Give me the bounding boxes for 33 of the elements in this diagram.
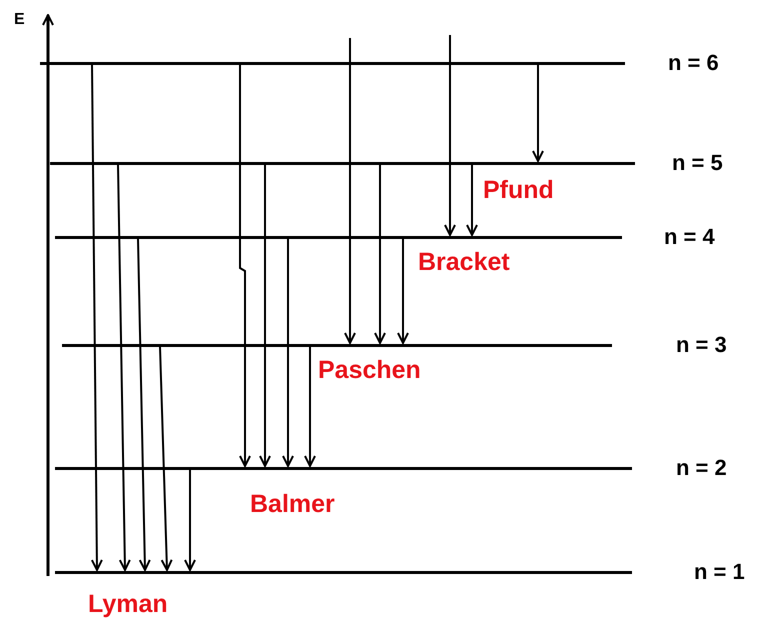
transition-arrow <box>532 65 544 162</box>
level-label: n = 1 <box>694 561 745 583</box>
series-label: Bracket <box>418 250 510 275</box>
energy-level-line <box>62 344 612 347</box>
transition-arrow <box>344 38 356 344</box>
transition-arrow <box>466 165 478 236</box>
transition-arrow <box>117 164 131 571</box>
level-label: n = 5 <box>672 152 723 174</box>
energy-level-line <box>40 62 625 65</box>
axis-label: E <box>14 12 25 28</box>
transition-arrow <box>90 64 103 571</box>
transition-arrow <box>304 347 316 467</box>
series-label: Pfund <box>483 178 554 203</box>
energy-level-line <box>55 571 632 574</box>
transition-arrow <box>184 470 196 571</box>
transition-arrow <box>259 165 271 467</box>
transition-arrow <box>444 35 456 236</box>
energy-level-line <box>55 236 622 239</box>
energy-level-line <box>55 467 632 470</box>
level-label: n = 6 <box>668 52 719 74</box>
level-label: n = 4 <box>664 226 715 248</box>
transition-arrow <box>239 65 251 467</box>
transition-arrow <box>282 239 294 467</box>
series-label: Lyman <box>88 592 168 617</box>
series-label: Balmer <box>250 492 335 517</box>
transition-arrow <box>374 165 386 344</box>
level-label: n = 3 <box>676 334 727 356</box>
series-label: Paschen <box>318 358 421 383</box>
transition-arrow <box>137 238 151 571</box>
transition-arrow <box>159 346 173 571</box>
energy-level-line <box>50 162 635 165</box>
level-label: n = 2 <box>676 457 727 479</box>
transition-arrow <box>397 239 409 344</box>
